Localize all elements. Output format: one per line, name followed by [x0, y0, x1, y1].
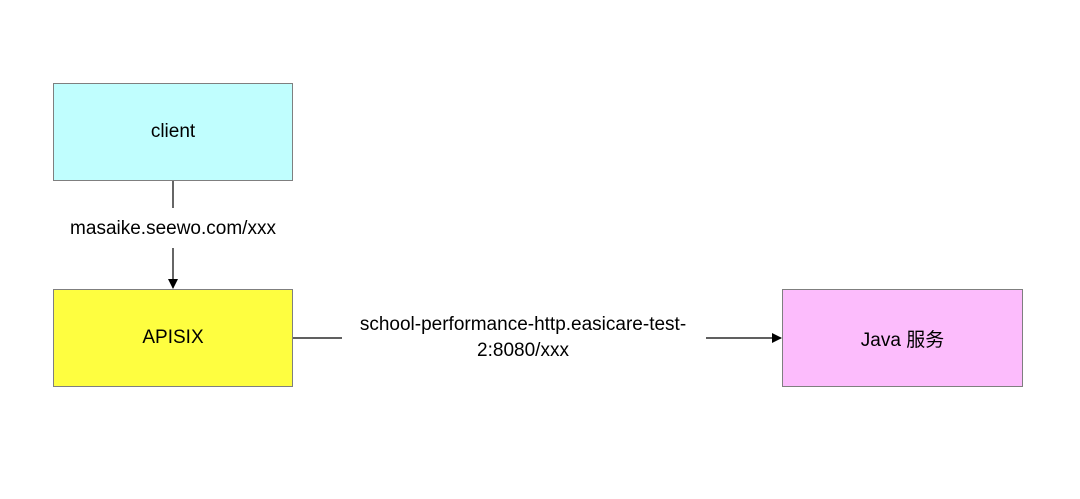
- apisix-node: APISIX: [53, 289, 293, 387]
- java-service-node-label: Java 服务: [860, 329, 945, 351]
- apisix-node-label: APISIX: [142, 327, 204, 348]
- client-node-label: client: [150, 121, 196, 142]
- edge-label-apisix-java: school-performance-http.easicare-test-2:…: [342, 312, 704, 364]
- client-node: client: [53, 83, 293, 181]
- edge-label-client-apisix: masaike.seewo.com/xxx: [40, 216, 306, 242]
- java-service-node: Java 服务: [782, 289, 1023, 387]
